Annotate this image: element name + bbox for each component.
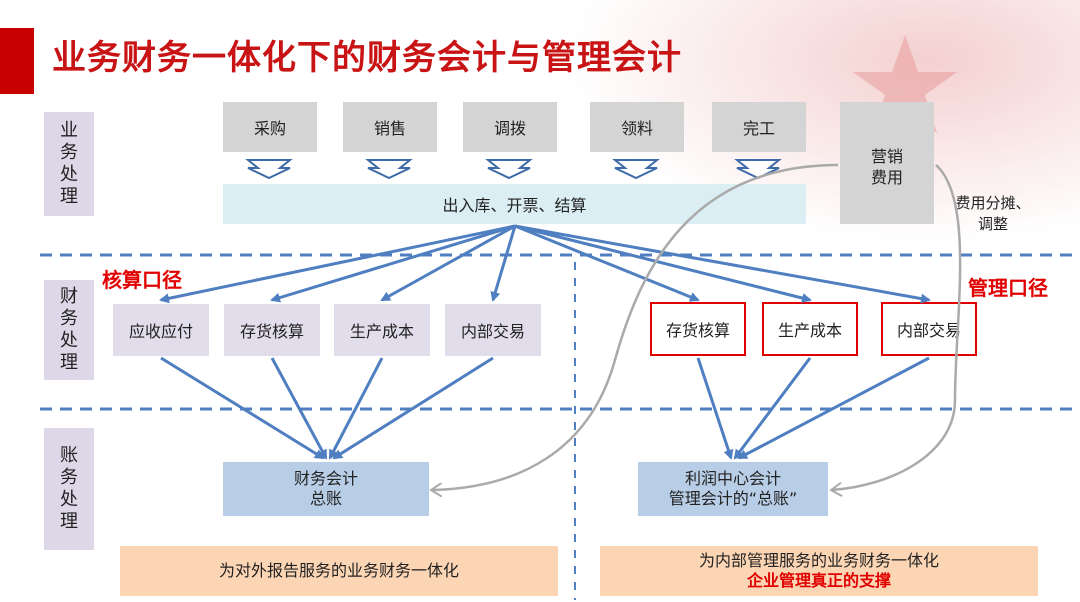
lane-char: 账 (60, 445, 78, 466)
step-transfer: 调拨 (463, 102, 557, 152)
expense-curve-to-financial-ledger (432, 163, 839, 490)
flow-arrow (514, 224, 812, 303)
fee-adjust-line: 费用分摊、 (955, 194, 1031, 212)
lane-char: 处 (60, 330, 78, 351)
flow-arrow (514, 224, 931, 304)
lane-char: 务 (60, 308, 78, 329)
flow-arrow (160, 356, 325, 460)
ledger-financial-accounting: 财务会计 总账 (223, 462, 429, 516)
flow-arrow (159, 224, 516, 304)
title-accent-bar (0, 28, 34, 94)
step-completion: 完工 (712, 102, 806, 152)
fee-adjust-line: 调整 (977, 215, 1008, 233)
accounting-caliber-label: 核算口径 (102, 268, 182, 292)
fin-receivable-payable: 应收应付 (113, 304, 209, 356)
marketing-line: 营销 (870, 147, 903, 166)
flow-arrow (328, 357, 384, 460)
flow-arrow (270, 357, 328, 460)
step-material-issue: 领料 (590, 102, 684, 152)
flow-arrow (737, 356, 930, 460)
down-arrow-icon (365, 159, 413, 180)
ledger-line: 利润中心会计 (684, 469, 781, 488)
fin-production-cost: 生产成本 (334, 304, 430, 356)
lane-char: 务 (60, 142, 78, 163)
lane-char: 业 (60, 120, 78, 141)
down-arrow-icon (485, 159, 533, 180)
fin-inventory-accounting: 存货核算 (224, 304, 320, 356)
marketing-expense-box: 营销 费用 (840, 102, 934, 224)
ledger-profit-center: 利润中心会计 管理会计的“总账” (638, 462, 828, 516)
flow-arrow (696, 357, 734, 460)
mgmt-production-cost: 生产成本 (762, 302, 858, 356)
mgmt-inventory-accounting: 存货核算 (650, 302, 746, 356)
marketing-line: 费用 (870, 168, 903, 187)
flow-arrow (514, 224, 700, 302)
fin-internal-transaction: 内部交易 (445, 304, 541, 356)
lane-label-business: 业 务 处 理 (44, 112, 94, 216)
bottom-left-text: 为对外报告服务的业务财务一体化 (218, 561, 459, 580)
down-arrow-icon (245, 159, 293, 180)
ledger-line: 总账 (309, 489, 342, 508)
fee-adjust-label: 费用分摊、 调整 (948, 193, 1038, 235)
flow-arrow (332, 356, 494, 460)
flow-arrow (490, 225, 517, 302)
bottom-external-reporting: 为对外报告服务的业务财务一体化 (120, 546, 558, 596)
step-purchase: 采购 (223, 102, 317, 152)
flow-arrow (270, 224, 516, 303)
lane-char: 理 (60, 511, 78, 532)
lane-char: 理 (60, 352, 78, 373)
management-caliber-label: 管理口径 (968, 276, 1048, 300)
down-arrow-icon (734, 159, 782, 180)
ledger-line: 管理会计的“总账” (668, 489, 798, 508)
flow-arrow (733, 357, 812, 460)
step-sales: 销售 (343, 102, 437, 152)
page-title: 业务财务一体化下的财务会计与管理会计 (52, 38, 682, 78)
lane-char: 务 (60, 467, 78, 488)
down-arrow-icon (612, 159, 660, 180)
bottom-right-line1: 为内部管理服务的业务财务一体化 (698, 551, 939, 570)
lane-char: 理 (60, 186, 78, 207)
lane-char: 处 (60, 489, 78, 510)
bottom-internal-management: 为内部管理服务的业务财务一体化 企业管理真正的支撑 (600, 546, 1038, 596)
ledger-line: 财务会计 (293, 469, 358, 488)
decorative-star-icon (853, 35, 957, 133)
lane-label-ledger: 账 务 处 理 (44, 428, 94, 550)
bottom-right-line2: 企业管理真正的支撑 (746, 571, 891, 590)
expense-curve-to-profit-center (832, 164, 962, 490)
lane-char: 处 (60, 164, 78, 185)
flow-arrow (380, 224, 516, 302)
lane-label-finance: 财 务 处 理 (44, 280, 94, 380)
lane-char: 财 (60, 286, 78, 307)
